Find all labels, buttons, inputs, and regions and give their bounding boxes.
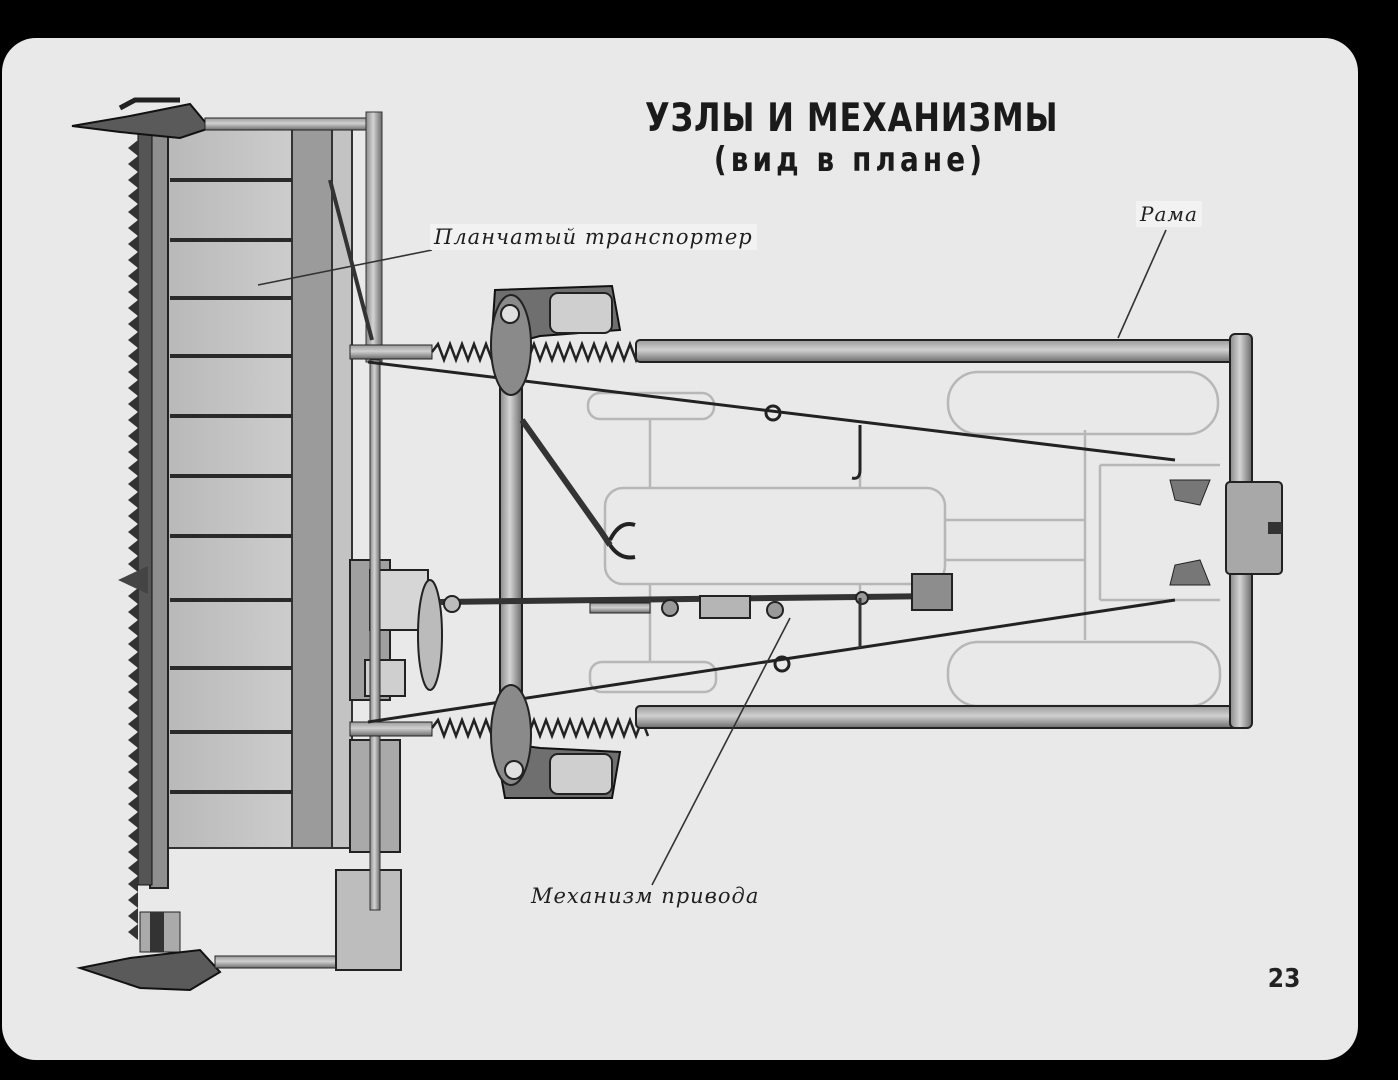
header-assembly (71, 97, 443, 992)
tractor-outline (586, 370, 1222, 708)
top-divider (71, 102, 212, 140)
page-number: 23 (1267, 964, 1301, 994)
label-drive-mechanism: Механизм привода (531, 884, 760, 908)
drive-mechanism (439, 573, 953, 648)
lower-spring (431, 716, 650, 740)
label-slat-conveyor: Планчатый транспортер (430, 224, 757, 250)
frame-assembly (349, 284, 1283, 799)
page-subtitle: (вид в плане) (713, 140, 987, 180)
bottom-divider (76, 948, 222, 992)
upper-spring (431, 340, 650, 364)
leader-lines (257, 229, 1167, 886)
conveyor-slats (170, 178, 292, 794)
cutter-teeth (128, 140, 138, 940)
page-title: УЗЛЫ И МЕХАНИЗМЫ (645, 96, 1059, 141)
label-frame: Рама (1136, 201, 1202, 227)
